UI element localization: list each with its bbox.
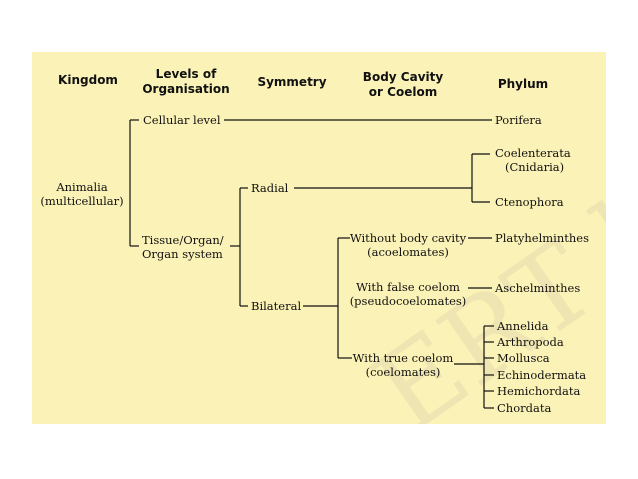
cavity-without-line2: (acoelomates) — [367, 245, 449, 259]
phylum-ctenophora: Ctenophora — [495, 195, 564, 209]
cavity-true-line2: (coelomates) — [365, 365, 441, 379]
phylum-mollusca: Mollusca — [497, 351, 550, 365]
kingdom-animalia: Animalia (multicellular) — [40, 180, 123, 208]
phylum-coelenterata-line2: (Cnidaria) — [505, 160, 565, 174]
phylum-coelenterata: Coelenterata (Cnidaria) — [495, 146, 571, 174]
phylum-annelida: Annelida — [497, 319, 549, 333]
header-body-cavity-line2: or Coelom — [368, 85, 438, 99]
header-symmetry: Symmetry — [257, 75, 327, 89]
header-phylum: Phylum — [497, 77, 549, 91]
level-cellular: Cellular level — [143, 113, 221, 127]
cavity-true: With true coelom (coelomates) — [353, 351, 454, 379]
cavity-without-line1: Without body cavity — [349, 231, 467, 245]
symmetry-bilateral: Bilateral — [251, 299, 302, 313]
header-body-cavity: Body Cavity or Coelom — [363, 70, 443, 100]
phylum-porifera: Porifera — [495, 113, 542, 127]
header-levels-line2: Organisation — [142, 82, 230, 96]
phylum-chordata: Chordata — [497, 401, 552, 415]
cavity-false: With false coelom (pseudocoelomates) — [350, 280, 467, 308]
level-tissue-organ: Tissue/Organ/ Organ system — [142, 233, 224, 261]
header-levels-line1: Levels of — [155, 67, 217, 81]
cavity-without: Without body cavity (acoelomates) — [350, 231, 466, 259]
header-body-cavity-line1: Body Cavity — [362, 70, 444, 84]
kingdom-name: Animalia — [56, 180, 108, 194]
phylum-aschelminthes: Aschelminthes — [495, 281, 581, 295]
cavity-false-line1: With false coelom — [356, 280, 460, 294]
level-tissue-line1: Tissue/Organ/ — [142, 233, 224, 247]
kingdom-qualifier: (multicellular) — [40, 194, 124, 208]
phylum-coelenterata-line1: Coelenterata — [495, 146, 571, 160]
classification-diagram: ERT lishe — [32, 52, 606, 424]
phylum-hemichordata: Hemichordata — [497, 384, 581, 398]
connector-lines — [129, 119, 494, 409]
phylum-arthropoda: Arthropoda — [497, 335, 564, 349]
phylum-echinodermata: Echinodermata — [497, 368, 587, 382]
level-tissue-line2: Organ system — [142, 247, 223, 261]
phylum-platyhelminthes: Platyhelminthes — [495, 231, 590, 245]
symmetry-radial: Radial — [251, 181, 289, 195]
header-levels: Levels of Organisation — [142, 67, 229, 97]
cavity-false-line2: (pseudocoelomates) — [349, 294, 467, 308]
cavity-true-line1: With true coelom — [352, 351, 454, 365]
header-kingdom: Kingdom — [58, 73, 118, 87]
